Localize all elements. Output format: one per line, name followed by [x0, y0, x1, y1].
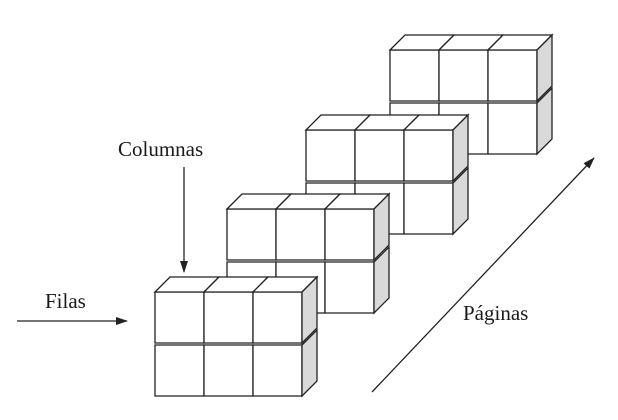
cube-front-face: [324, 261, 375, 314]
rows-label: Filas: [45, 289, 86, 313]
cube-front-face: [226, 208, 277, 261]
cube-front-face: [487, 49, 538, 102]
cube-side-face: [536, 33, 553, 103]
cube-front-face: [487, 102, 538, 155]
cube-side-face: [452, 113, 469, 183]
cube-front-face: [252, 291, 303, 344]
cube-front-face: [154, 291, 205, 344]
page-blocks: [153, 33, 554, 398]
cube-side-face: [373, 192, 390, 262]
cube-front-face: [389, 49, 440, 102]
cube-side-face: [536, 86, 553, 156]
cube-side-face: [301, 328, 318, 398]
cube-front-face: [252, 344, 303, 397]
cube-side-face: [373, 245, 390, 315]
cube-front-face: [403, 129, 454, 182]
pages-label: Páginas: [463, 301, 528, 325]
cube-front-face: [438, 49, 489, 102]
cube-front-face: [203, 344, 254, 397]
pages-arrow: [371, 157, 595, 393]
cube-side-face: [301, 275, 318, 345]
page-block-1: [153, 275, 319, 398]
cube-front-face: [203, 291, 254, 344]
cube-front-face: [403, 182, 454, 235]
cube-front-face: [305, 129, 356, 182]
cube-front-face: [154, 344, 205, 397]
columns-label: Columnas: [118, 137, 203, 161]
cube-front-face: [275, 208, 326, 261]
cube-front-face: [354, 129, 405, 182]
page-block-2: [225, 192, 391, 315]
cube-side-face: [452, 166, 469, 236]
cube-front-face: [324, 208, 375, 261]
